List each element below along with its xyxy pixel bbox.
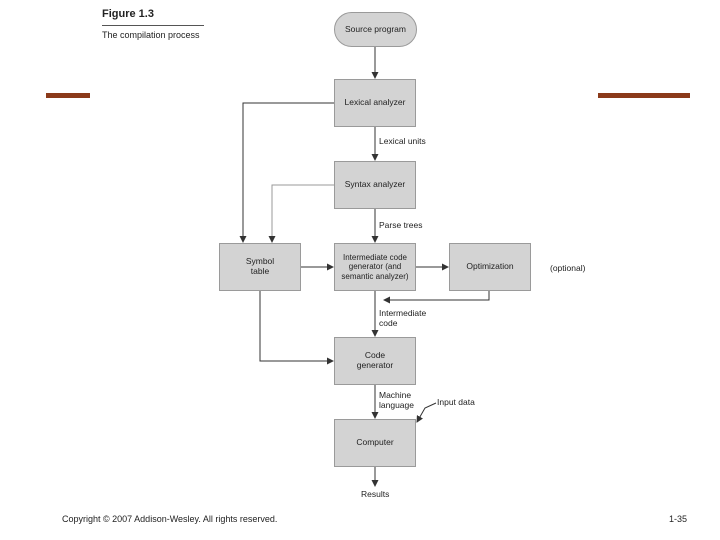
node-symbol-table-label: Symbol table (245, 256, 275, 276)
node-syntax-analyzer-label: Syntax analyzer (344, 179, 406, 190)
node-symbol-table: Symbol table (219, 243, 301, 291)
figure-title-rule (102, 25, 204, 26)
label-optional: (optional) (550, 263, 586, 273)
figure-title: Figure 1.3 (102, 8, 154, 20)
node-intermediate-code-generator: Intermediate code generator (and semanti… (334, 243, 416, 291)
node-syntax-analyzer: Syntax analyzer (334, 161, 416, 209)
node-computer: Computer (334, 419, 416, 467)
node-source-program: Source program (334, 12, 417, 47)
node-optimization-label: Optimization (466, 261, 514, 272)
label-input-data: Input data (437, 397, 475, 407)
footer-copyright: Copyright © 2007 Addison-Wesley. All rig… (62, 514, 278, 524)
accent-bar-left (46, 93, 90, 98)
label-intermediate-code: Intermediate code (379, 308, 427, 328)
label-machine-language: Machine language (379, 390, 414, 410)
edge-optimization-to-intermediate (383, 291, 490, 304)
node-computer-label: Computer (356, 437, 394, 448)
edge-symbol-to-codegen (259, 291, 334, 365)
label-parse-trees: Parse trees (379, 220, 423, 230)
label-results: Results (361, 489, 390, 499)
footer-page-number: 1-35 (669, 514, 688, 524)
node-lexical-analyzer-label: Lexical analyzer (344, 97, 406, 108)
label-lexical-units: Lexical units (379, 136, 426, 146)
node-intermediate-code-generator-label: Intermediate code generator (and semanti… (341, 253, 409, 281)
node-source-program-label: Source program (345, 23, 406, 34)
node-code-generator: Code generator (334, 337, 416, 385)
figure-caption: The compilation process (102, 30, 200, 40)
node-optimization: Optimization (449, 243, 531, 291)
edge-lexical-to-symbol (239, 102, 334, 243)
edge-input-data (416, 402, 437, 423)
edge-syntax-to-symbol (268, 184, 334, 243)
accent-bar-right (598, 93, 690, 98)
node-lexical-analyzer: Lexical analyzer (334, 79, 416, 127)
node-code-generator-label: Code generator (356, 350, 394, 370)
